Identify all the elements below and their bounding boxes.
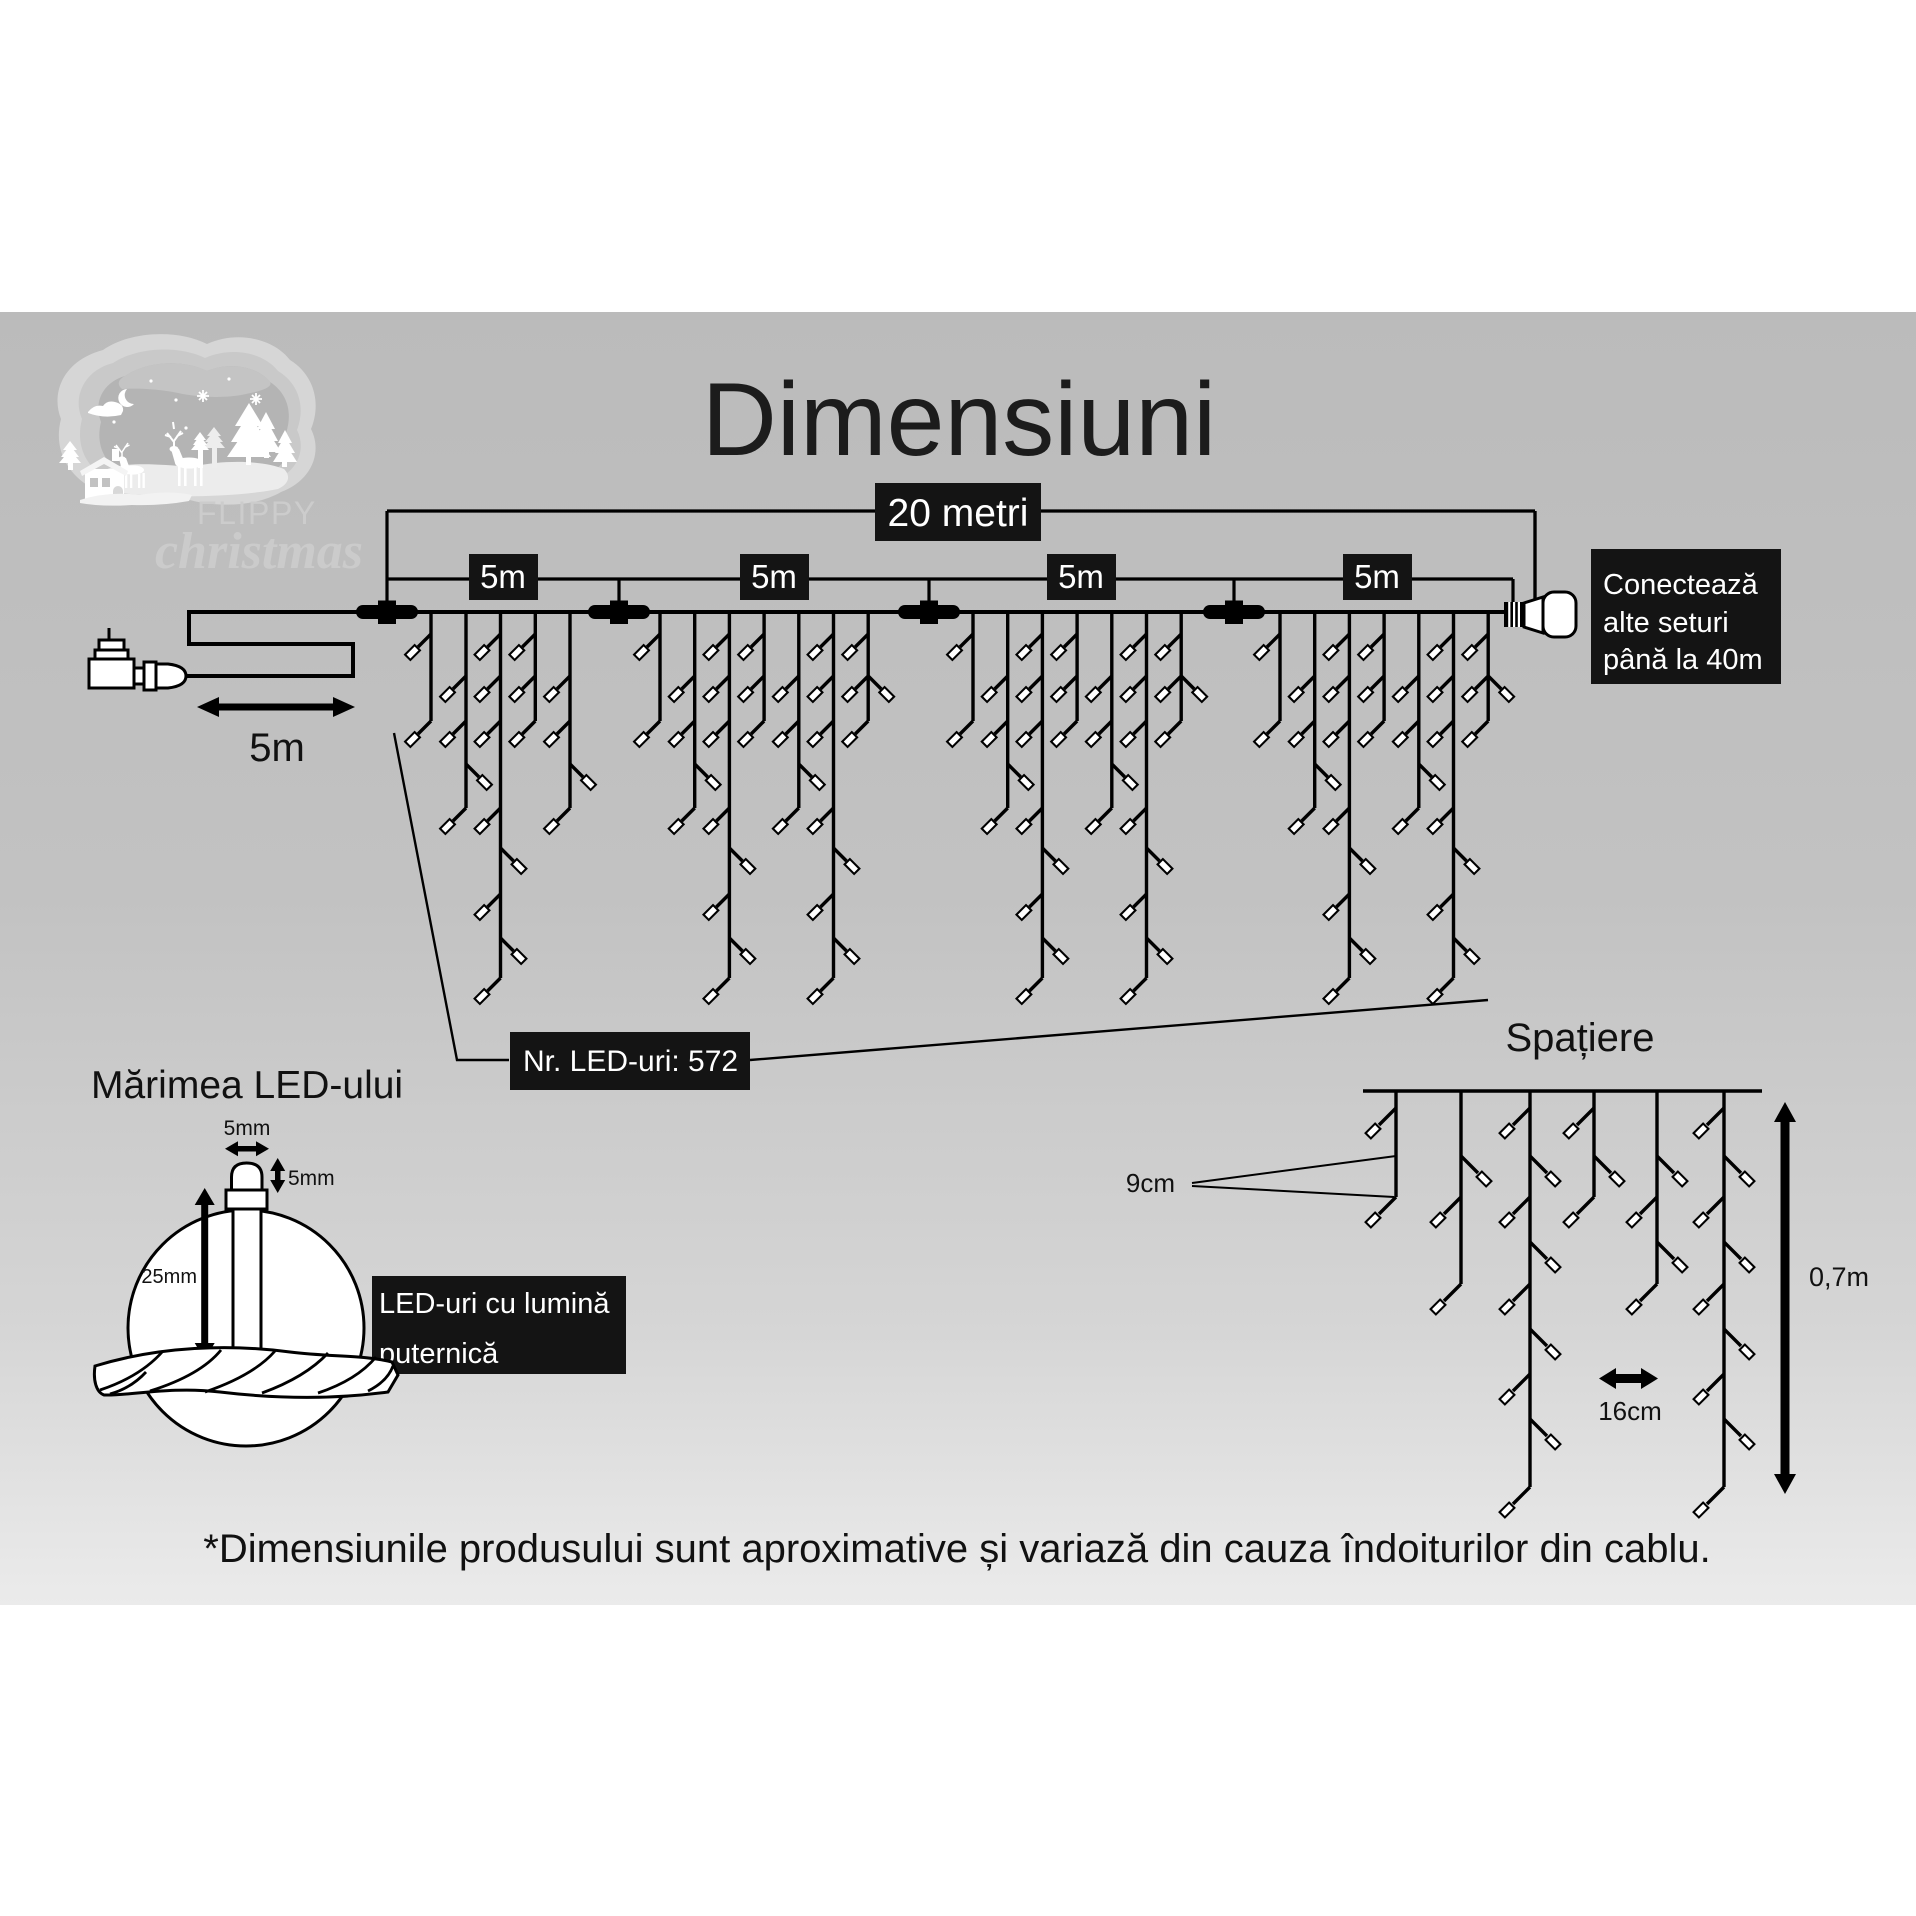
svg-text:christmas: christmas	[155, 523, 363, 580]
svg-text:până la 40m: până la 40m	[1603, 644, 1763, 676]
svg-text:5m: 5m	[1354, 558, 1400, 595]
svg-text:5m: 5m	[480, 558, 526, 595]
svg-text:9cm: 9cm	[1126, 1168, 1175, 1198]
svg-text:*Dimensiunile produsului sunt: *Dimensiunile produsului sunt aproximati…	[203, 1527, 1710, 1571]
svg-text:alte seturi: alte seturi	[1603, 607, 1729, 639]
svg-text:FLIPPY: FLIPPY	[197, 495, 317, 531]
svg-text:Nr. LED-uri: 572: Nr. LED-uri: 572	[523, 1045, 738, 1078]
svg-text:0,7m: 0,7m	[1809, 1262, 1869, 1292]
svg-text:puternică: puternică	[379, 1338, 499, 1370]
svg-text:5m: 5m	[1058, 558, 1104, 595]
svg-text:Mărimea LED-ului: Mărimea LED-ului	[91, 1064, 403, 1107]
svg-text:5mm: 5mm	[224, 1117, 271, 1140]
svg-text:5m: 5m	[249, 726, 305, 770]
svg-text:25mm: 25mm	[141, 1266, 197, 1288]
svg-text:Dimensiuni: Dimensiuni	[702, 362, 1216, 478]
svg-text:5m: 5m	[751, 558, 797, 595]
svg-text:5mm: 5mm	[288, 1167, 335, 1190]
svg-text:16cm: 16cm	[1598, 1396, 1662, 1426]
svg-text:Conectează: Conectează	[1603, 569, 1759, 601]
svg-text:20 metri: 20 metri	[888, 492, 1029, 535]
svg-text:Spațiere: Spațiere	[1506, 1016, 1655, 1060]
svg-text:LED-uri cu lumină: LED-uri cu lumină	[379, 1288, 610, 1320]
